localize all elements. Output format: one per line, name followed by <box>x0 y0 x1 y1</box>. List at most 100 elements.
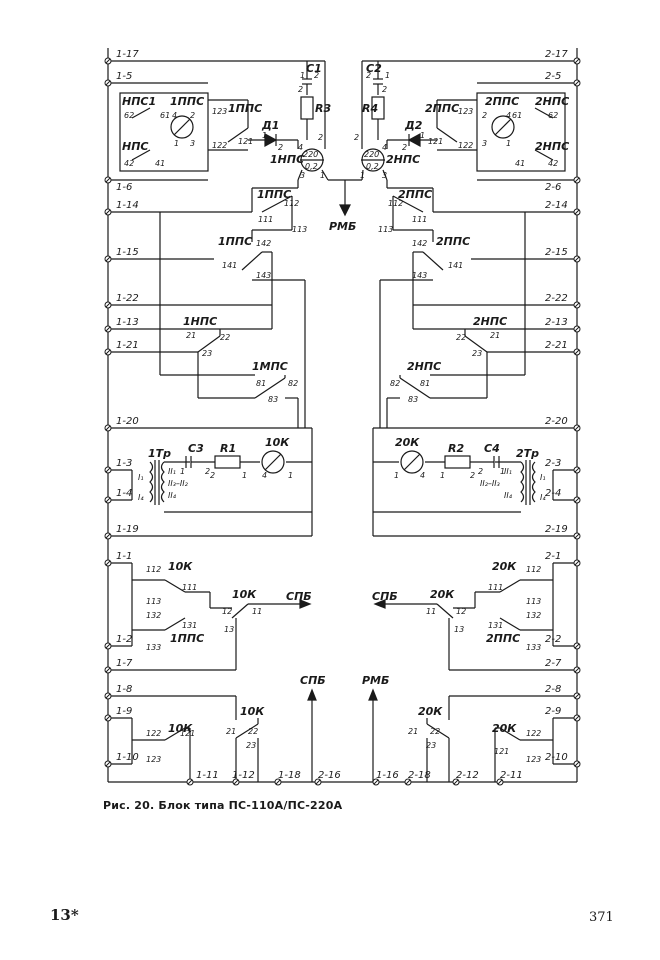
pin-label: 1 <box>300 71 305 80</box>
relay-label: 1ППС <box>257 188 291 201</box>
terminal-pad-mark <box>105 326 111 332</box>
pin-label: 81 <box>256 379 266 388</box>
pin-label: 2 <box>278 143 283 152</box>
terminal-label: 1-14 <box>116 200 139 211</box>
pin-label: 11 <box>426 607 436 616</box>
relay-label: 2НПС <box>535 140 569 153</box>
pin-label: 1 <box>242 471 247 480</box>
pin-label: 62 <box>124 111 134 120</box>
terminal-label: 1-21 <box>116 340 139 351</box>
pin-label: 131 <box>182 621 197 630</box>
lamp-value: 220 <box>364 150 379 159</box>
pin-label: I₄ <box>540 493 546 502</box>
relay-label: 10К <box>232 588 257 601</box>
pin-label: 23 <box>472 349 482 358</box>
relay-label: 10К <box>265 436 290 449</box>
right-transformer-circuit <box>372 428 554 536</box>
terminal-label: 2-18 <box>408 770 431 781</box>
pin-label: 23 <box>246 741 256 750</box>
relay-label: 2НПС <box>535 95 569 108</box>
terminal-pad-mark <box>105 715 111 721</box>
terminal-label: 1-12 <box>232 770 255 781</box>
terminal-label: 1-13 <box>116 317 139 328</box>
terminal-label: 2-19 <box>545 524 568 535</box>
pin-label: 113 <box>146 597 161 606</box>
pin-label: 4 <box>506 111 511 120</box>
terminal-pad-mark <box>497 779 503 785</box>
pin-label: 113 <box>526 597 541 606</box>
pin-label: 3 <box>190 139 195 148</box>
right-bus-lines <box>362 60 577 765</box>
pin-label: 23 <box>426 741 436 750</box>
pin-label: 113 <box>292 225 307 234</box>
pin-label: 82 <box>288 379 298 388</box>
pin-label: 1 <box>394 471 399 480</box>
pin-label: 13 <box>224 625 234 634</box>
pin-label: 133 <box>526 643 541 652</box>
pin-label: 2 <box>190 111 195 120</box>
relay-label: 1МПС <box>252 360 288 373</box>
terminal-label: 1-9 <box>116 706 132 717</box>
pin-label: 123 <box>458 107 473 116</box>
pin-label: 83 <box>268 395 278 404</box>
lamp-value: 220 <box>303 150 318 159</box>
pin-label: 23 <box>202 349 212 358</box>
terminal-label: 1-8 <box>116 684 132 695</box>
pin-label: 22 <box>456 333 466 342</box>
pin-label: 142 <box>412 239 427 248</box>
terminal-pad-mark <box>105 425 111 431</box>
pin-label: 122 <box>458 141 473 150</box>
pin-label: 111 <box>412 215 427 224</box>
lamp-label: 2НПС <box>386 153 420 166</box>
output-rmb-label: РМБ <box>362 674 389 687</box>
transformer-label: 2Тр <box>516 447 539 460</box>
terminal-label: 1-3 <box>116 458 132 469</box>
terminal-pad-mark <box>574 667 580 673</box>
terminal-pad-mark <box>373 779 379 785</box>
pin-label: II₁ <box>504 467 512 476</box>
pin-label: 3 <box>482 139 487 148</box>
pin-label: 112 <box>146 565 161 574</box>
labels: 1-17 1-5 1-6 1-14 1-15 1-22 1-13 1-21 1-… <box>116 49 569 781</box>
terminal-label: 2-21 <box>545 340 568 351</box>
terminal-pad-mark <box>574 425 580 431</box>
terminal-pad-mark <box>574 497 580 503</box>
pin-label: 1 <box>262 131 267 140</box>
terminal-pad-mark <box>105 349 111 355</box>
terminal-pad-mark <box>105 693 111 699</box>
pin-label: 131 <box>488 621 503 630</box>
pin-label: 2 <box>382 85 387 94</box>
pin-label: 2 <box>318 133 323 142</box>
pin-label: I₁ <box>540 473 546 482</box>
relay-label: 2НПС <box>473 315 507 328</box>
pin-label: I₄ <box>138 493 144 502</box>
terminal-pad-mark <box>105 58 111 64</box>
terminal-label: 1-2 <box>116 634 132 645</box>
pin-label: II₁ <box>168 467 176 476</box>
pin-label: 21 <box>226 727 236 736</box>
relay-label: 1НПС <box>183 315 217 328</box>
pin-label: 4 <box>262 471 267 480</box>
terminal-label: 2-20 <box>545 416 568 427</box>
pin-label: 132 <box>146 611 161 620</box>
relay-label: 20К <box>492 722 517 735</box>
resistor-label: R2 <box>448 442 464 455</box>
lamp-label: 1НПС <box>270 153 304 166</box>
pin-label: II₄ <box>168 491 177 500</box>
terminal-pad-mark <box>105 256 111 262</box>
terminal-label: 2-14 <box>545 200 568 211</box>
pin-label: 123 <box>212 107 227 116</box>
terminal-pad-mark <box>105 209 111 215</box>
pin-label: 2 <box>314 71 319 80</box>
terminal-label: 2-9 <box>545 706 561 717</box>
pin-label: 2 <box>205 467 210 476</box>
frame <box>107 48 578 783</box>
terminal-pad-mark <box>574 761 580 767</box>
terminal-label: 1-5 <box>116 71 132 82</box>
pin-label: 143 <box>412 271 427 280</box>
pin-label: 42 <box>124 159 134 168</box>
pin-label: 61 <box>160 111 170 120</box>
pin-label: 121 <box>494 747 509 756</box>
terminal-label: 1-6 <box>116 182 132 193</box>
pin-label: 41 <box>155 159 165 168</box>
